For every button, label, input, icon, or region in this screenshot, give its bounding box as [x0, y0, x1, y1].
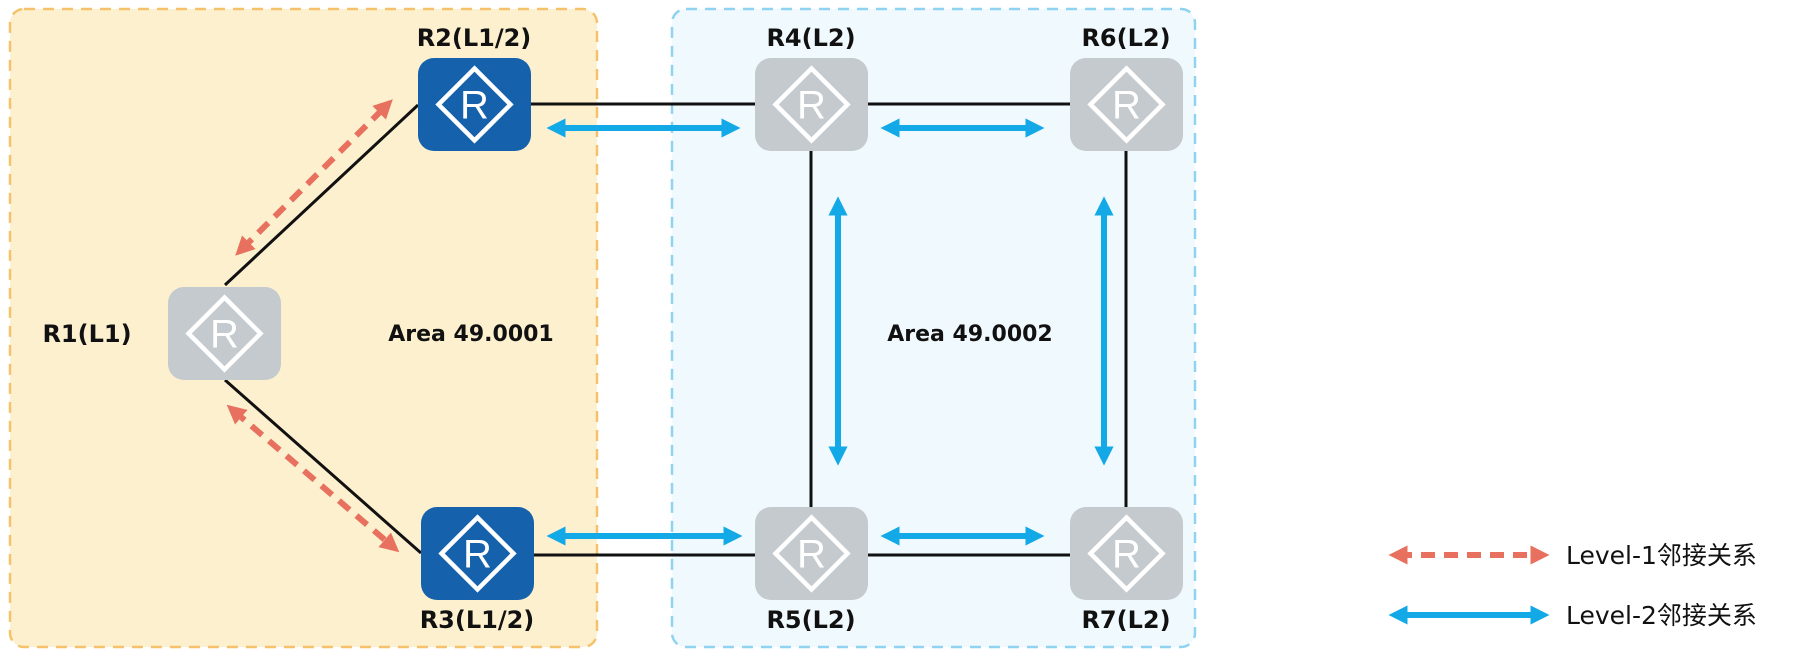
legend: Level-1邻接关系 Level-2邻接关系 [1388, 541, 1757, 630]
router-label: R7(L2) [1081, 606, 1170, 634]
router-label: R6(L2) [1081, 24, 1170, 52]
router-box [755, 507, 868, 600]
level-2-adjacency-legend-label: Level-2邻接关系 [1566, 601, 1757, 630]
area-49-0002: Area 49.0002 [670, 7, 1197, 649]
router-icon: R [1087, 514, 1166, 593]
level-1-adjacency-r1-r3 [226, 404, 400, 553]
router-diamond-shape [185, 294, 264, 373]
router-glyph: R [460, 84, 489, 128]
router-glyph: R [797, 84, 826, 128]
adjacency-arrows [226, 99, 1114, 553]
router-icon: R [772, 65, 851, 144]
legend-item-level-2: Level-2邻接关系 [1388, 601, 1757, 630]
router-r2[interactable]: R R2(L1/2) [417, 24, 532, 151]
router-label: R1(L1) [42, 320, 131, 348]
router-icon: R [185, 294, 264, 373]
router-box [755, 58, 868, 151]
area-1-boundary [8, 7, 599, 649]
legend-item-level-1: Level-1邻接关系 [1388, 541, 1757, 570]
router-diamond-shape [435, 65, 514, 144]
router-diamond-shape [1087, 514, 1166, 593]
area-2-boundary [670, 7, 1197, 649]
router-box [1070, 58, 1183, 151]
router-label: R3(L1/2) [420, 606, 535, 634]
level-1-adjacency-legend-label: Level-1邻接关系 [1566, 541, 1757, 570]
router-glyph: R [1112, 84, 1141, 128]
router-icon: R [772, 514, 851, 593]
router-box [421, 507, 534, 600]
router-r5[interactable]: R R5(L2) [755, 507, 868, 634]
router-r3[interactable]: R R3(L1/2) [420, 507, 535, 634]
router-r4[interactable]: R R4(L2) [755, 24, 868, 151]
router-icon: R [438, 514, 517, 593]
level-1-adjacency-r1-r2 [235, 99, 393, 256]
router-r7[interactable]: R R7(L2) [1070, 507, 1183, 634]
router-glyph: R [797, 533, 826, 577]
router-glyph: R [210, 313, 239, 357]
router-icon: R [435, 65, 514, 144]
router-diamond-shape [438, 514, 517, 593]
router-icon: R [1087, 65, 1166, 144]
router-diamond-shape [772, 65, 851, 144]
router-glyph: R [463, 533, 492, 577]
area-2-label: Area 49.0002 [887, 322, 1053, 347]
router-r1[interactable]: R R1(L1) [42, 287, 281, 380]
area-49-0001: Area 49.0001 [8, 7, 599, 649]
router-diamond-shape [772, 514, 851, 593]
router-label: R5(L2) [766, 606, 855, 634]
router-label: R2(L1/2) [417, 24, 532, 52]
router-diamond-shape [1087, 65, 1166, 144]
router-box [168, 287, 281, 380]
router-r6[interactable]: R R6(L2) [1070, 24, 1183, 151]
router-label: R4(L2) [766, 24, 855, 52]
router-box [1070, 507, 1183, 600]
area-1-label: Area 49.0001 [388, 322, 554, 347]
router-box [418, 58, 531, 151]
router-glyph: R [1112, 533, 1141, 577]
routers: RR1(L1)RR2(L1/2)RR3(L1/2)RR4(L2)RR5(L2)R… [42, 24, 1183, 634]
